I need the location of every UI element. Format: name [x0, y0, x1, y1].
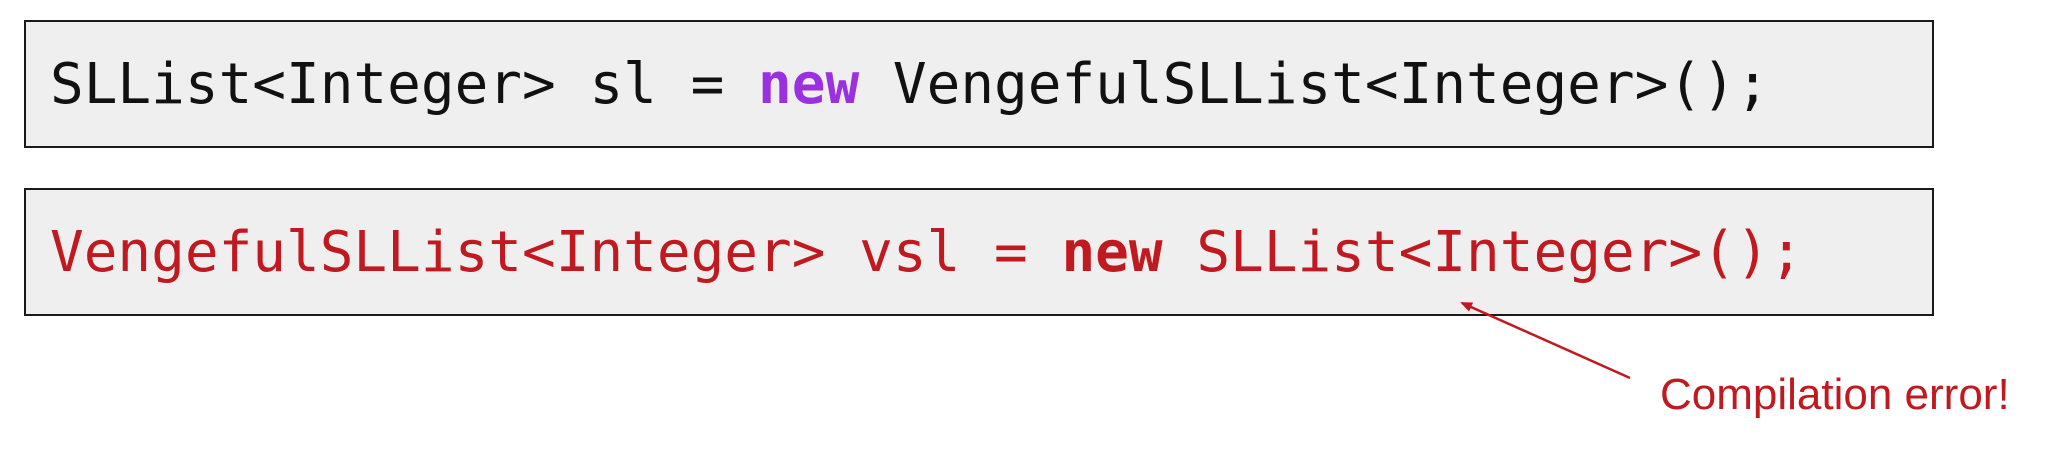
code-line-valid: SLList<Integer> sl = new VengefulSLList<…: [24, 20, 1934, 148]
code-line-valid-prefix: SLList<Integer> sl =: [50, 51, 759, 117]
new-keyword-error: new: [1061, 219, 1163, 285]
new-keyword: new: [758, 51, 860, 117]
code-line-error: VengefulSLList<Integer> vsl = new SLList…: [24, 188, 1934, 316]
code-line-error-suffix: SLList<Integer>();: [1162, 219, 1804, 285]
code-line-error-prefix: VengefulSLList<Integer> vsl =: [50, 219, 1062, 285]
code-line-valid-suffix: VengefulSLList<Integer>();: [859, 51, 1770, 117]
compilation-error-note: Compilation error!: [1660, 370, 2010, 419]
